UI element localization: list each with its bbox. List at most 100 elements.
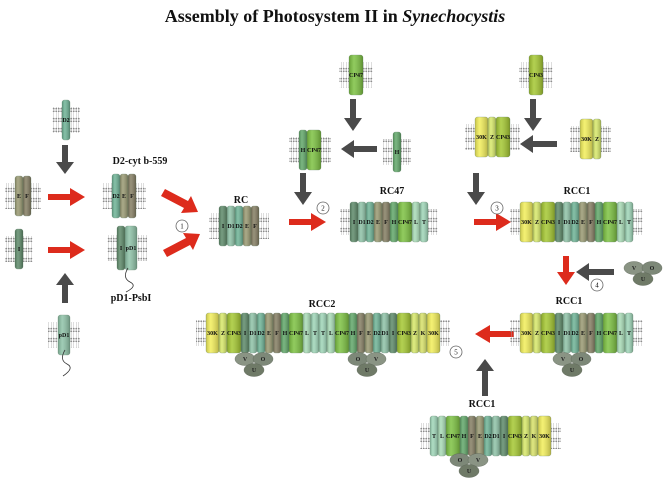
subunit-d1: D1 [380,312,390,354]
subunit-d2: D2 [111,173,121,219]
subunit-e: E [14,175,24,217]
subunit-h: H [348,312,358,354]
subunit-cp43: CP43 [226,312,242,354]
subunit-cp47: CP47 [602,312,618,354]
subunit-h: H [594,201,604,243]
subunit-d2: D2 [234,205,244,247]
arrow-ef-right [48,188,85,206]
subunit-l: L [616,312,626,354]
svg-text:U: U [641,277,646,283]
svg-text:F: F [589,331,593,337]
extrinsic-subunit-u: U [356,363,378,377]
label-d2cyt: D2-cyt b-559 [113,156,168,167]
svg-text:I: I [18,247,21,253]
svg-text:O: O [458,458,463,464]
complex-m_cp43: CP43 [519,54,553,96]
subunit-30k: 30K [579,118,594,160]
extrinsic-subunit-o: O [252,352,274,366]
svg-text:CP47: CP47 [398,220,412,226]
svg-text:V: V [374,357,379,363]
subunit-30k: 30K [426,312,441,354]
subunit-e: E [264,312,274,354]
subunit-cp47: CP47 [397,201,413,243]
subunit-cp47: CP47 [348,54,364,96]
svg-text:L: L [619,220,623,226]
subunit-t: T [624,312,634,354]
subunit-z: Z [487,116,497,158]
complex-m_cp47: CP47 [339,54,373,96]
subunit-t: T [318,312,328,354]
svg-text:CP43: CP43 [397,331,411,337]
complex-m_i: I [5,228,33,270]
label-rc47: RC47 [380,186,404,197]
svg-text:Z: Z [413,331,417,337]
subunit-h: H [280,312,290,354]
svg-text:CP43: CP43 [541,220,555,226]
arrow-d2cyt-rc [161,189,198,213]
svg-text:H: H [283,331,288,337]
subunit-d1: D1 [562,201,572,243]
svg-text:D2: D2 [373,331,380,337]
svg-text:E: E [581,220,585,226]
svg-text:Z: Z [595,137,599,143]
subunit-e: E [475,415,485,457]
subunit-d2: D2 [570,201,580,243]
svg-text:D1: D1 [492,434,499,440]
subunit-cp43: CP43 [396,312,412,354]
diagram-title: Assembly of Photosystem II in Synechocys… [0,6,670,27]
subunit-z: Z [410,312,420,354]
subunit-k: K [529,415,539,457]
arrow-rcc1c-up [476,359,494,396]
subunit-f: F [22,175,32,217]
svg-text:U: U [365,368,370,374]
arrow-rcc1-rcc2 [475,325,514,343]
svg-text:D1: D1 [227,224,234,230]
subunit-f: F [250,205,260,247]
arrow-rc47-rcc1 [474,213,511,231]
subunit-i: I [554,201,564,243]
subunit-l: L [616,201,626,243]
svg-text:CP47: CP47 [307,148,321,154]
svg-text:H: H [351,331,356,337]
arrow-pd1-rc [163,233,200,257]
subunit-i: I [14,228,24,270]
subunit-h: H [594,312,604,354]
svg-text:30K: 30K [581,137,592,143]
svg-text:Z: Z [221,331,225,337]
svg-text:E: E [17,194,21,200]
svg-text:D1: D1 [563,331,570,337]
svg-text:T: T [432,434,436,440]
subunit-f: F [467,415,477,457]
svg-text:H: H [301,148,306,154]
svg-text:D2: D2 [366,220,373,226]
subunit-d1: D1 [562,312,572,354]
svg-text:Z: Z [524,434,528,440]
svg-text:E: E [267,331,271,337]
svg-text:T: T [321,331,325,337]
subunit-30k: 30K [519,201,534,243]
svg-text:Z: Z [535,220,539,226]
complex-m_pd1: pD1 [48,314,80,356]
svg-text:L: L [440,434,444,440]
svg-text:4: 4 [595,282,599,290]
svg-text:T: T [627,331,631,337]
subunit-e: E [373,201,383,243]
arrow-cp47-down [344,99,362,131]
extrinsic-subunit-v: V [623,261,645,275]
svg-text:F: F [130,194,134,200]
svg-text:F: F [359,331,363,337]
subunit-d2: D2 [372,312,382,354]
svg-text:I: I [120,246,123,252]
subunit-z: Z [521,415,531,457]
